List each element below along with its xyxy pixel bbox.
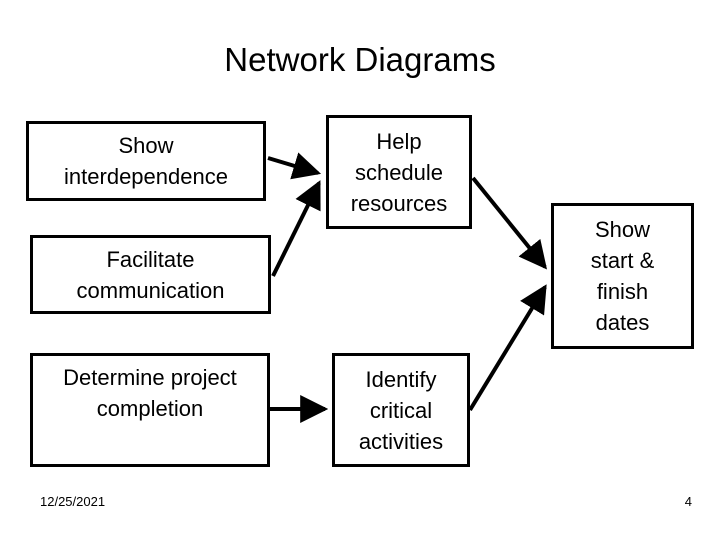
edge-interdependence-to-schedule [267,152,322,180]
node-identify-critical-activities[interactable]: Identify critical activities [332,353,470,467]
node-determine-project-completion[interactable]: Determine project completion [30,353,270,467]
page-number: 4 [684,494,692,509]
node-show-start-finish-dates[interactable]: Show start & finish dates [551,203,694,349]
node-label: Help schedule resources [350,128,448,216]
node-show-interdependence[interactable]: Show interdependence [26,121,266,201]
edge-communication-to-schedule [271,180,321,277]
node-help-schedule-resources[interactable]: Help schedule resources [326,115,472,229]
edge-critical-to-dates [468,284,547,412]
node-label: Determine project completion [63,365,237,421]
node-facilitate-communication[interactable]: Facilitate communication [30,235,271,314]
edge-schedule-to-dates [471,176,548,270]
node-label: Identify critical activities [358,366,444,454]
node-label: Facilitate communication [76,246,225,303]
node-label: Show start & finish dates [590,217,655,335]
page-title: Network Diagrams [224,41,496,78]
node-label: Show interdependence [64,133,228,189]
footer-date: 12/25/2021 [40,494,106,509]
